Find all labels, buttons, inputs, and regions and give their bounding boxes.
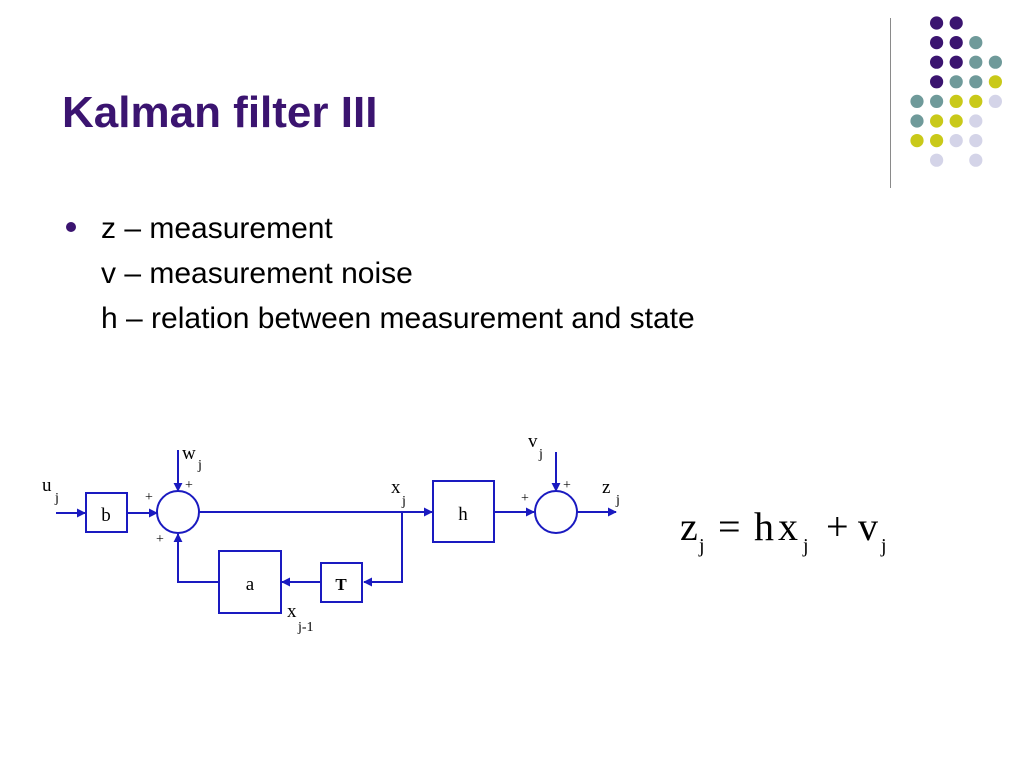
decorative-dot — [910, 114, 924, 128]
block-a — [218, 550, 282, 614]
decorative-dot — [969, 55, 983, 69]
plus-sign-h: + — [521, 491, 529, 506]
signal-z-sub: j — [615, 493, 620, 508]
decorative-dot — [930, 114, 944, 128]
measurement-equation: z j = h x j + v j — [680, 504, 887, 557]
bullet-item: z – measurement v – measurement noise h … — [101, 206, 695, 341]
block-h — [432, 480, 495, 543]
equation-plus: + — [826, 504, 849, 549]
bullet-line-v: v – measurement noise — [101, 257, 413, 290]
equation-equals: = — [718, 504, 741, 549]
block-b-label: b — [101, 505, 111, 526]
decorative-divider — [890, 18, 891, 188]
block-h-label: h — [458, 504, 468, 525]
signal-w-label: w — [182, 443, 196, 464]
signal-xprev-sub: j-1 — [297, 620, 314, 635]
decorative-dot — [949, 94, 963, 108]
decorative-dot — [949, 75, 963, 89]
equation-z-sub: j — [698, 535, 705, 557]
decorative-dot — [969, 134, 983, 148]
decorative-dot — [988, 94, 1002, 108]
decorative-dot-grid — [910, 16, 1002, 167]
plus-sign-w: + — [185, 478, 193, 493]
signal-w-sub: j — [197, 458, 202, 473]
decorative-dot — [988, 75, 1002, 89]
signal-u-sub: j — [54, 491, 59, 506]
decorative-dot — [930, 134, 944, 148]
block-T-label: T — [335, 575, 347, 594]
decorative-dot — [930, 16, 944, 30]
signal-v-sub: j — [538, 447, 543, 462]
block-b — [85, 492, 128, 533]
decorative-dot — [930, 94, 944, 108]
block-a-label: a — [246, 574, 255, 595]
plus-sign-v: + — [563, 478, 571, 493]
arrow-x-to-T — [363, 512, 403, 587]
equation-h: h — [754, 504, 774, 549]
decorative-dot — [910, 134, 924, 148]
bullet-line-z: z – measurement — [101, 212, 333, 245]
decorative-dot — [949, 134, 963, 148]
slide-title: Kalman filter III — [62, 88, 378, 137]
signal-x-sub: j — [401, 494, 406, 509]
decorative-dot — [949, 114, 963, 128]
equation-z: z — [680, 504, 698, 549]
decorative-dot — [969, 36, 983, 50]
signal-x-label: x — [391, 477, 401, 498]
signal-v-label: v — [528, 431, 538, 452]
decorative-dot — [949, 16, 963, 30]
decorative-dot — [910, 94, 924, 108]
decorative-dot — [930, 153, 944, 167]
decorative-dot — [988, 55, 1002, 69]
decorative-dot — [969, 114, 983, 128]
equation-v-sub: j — [880, 535, 887, 557]
signal-xprev-label: x — [287, 601, 297, 622]
bullet-icon — [66, 222, 76, 232]
equation-v: v — [858, 504, 878, 549]
decorative-dot — [969, 94, 983, 108]
decorative-dot — [949, 36, 963, 50]
decorative-dot — [930, 55, 944, 69]
decorative-dot — [969, 153, 983, 167]
arrow-a-to-sum1 — [173, 533, 219, 583]
decorative-dot — [930, 75, 944, 89]
equation-x-sub: j — [802, 535, 809, 557]
summing-junction-1 — [156, 490, 200, 534]
block-T — [320, 562, 363, 603]
decorative-dot — [949, 55, 963, 69]
bullet-line-h: h – relation between measurement and sta… — [101, 302, 695, 335]
decorative-dot — [969, 75, 983, 89]
decorative-dot — [930, 36, 944, 50]
plus-sign-b: + — [145, 490, 153, 505]
equation-x: x — [778, 504, 798, 549]
plus-sign-a: + — [156, 532, 164, 547]
signal-u-label: u — [42, 475, 52, 496]
summing-junction-2 — [534, 490, 578, 534]
signal-z-label: z — [602, 477, 610, 498]
